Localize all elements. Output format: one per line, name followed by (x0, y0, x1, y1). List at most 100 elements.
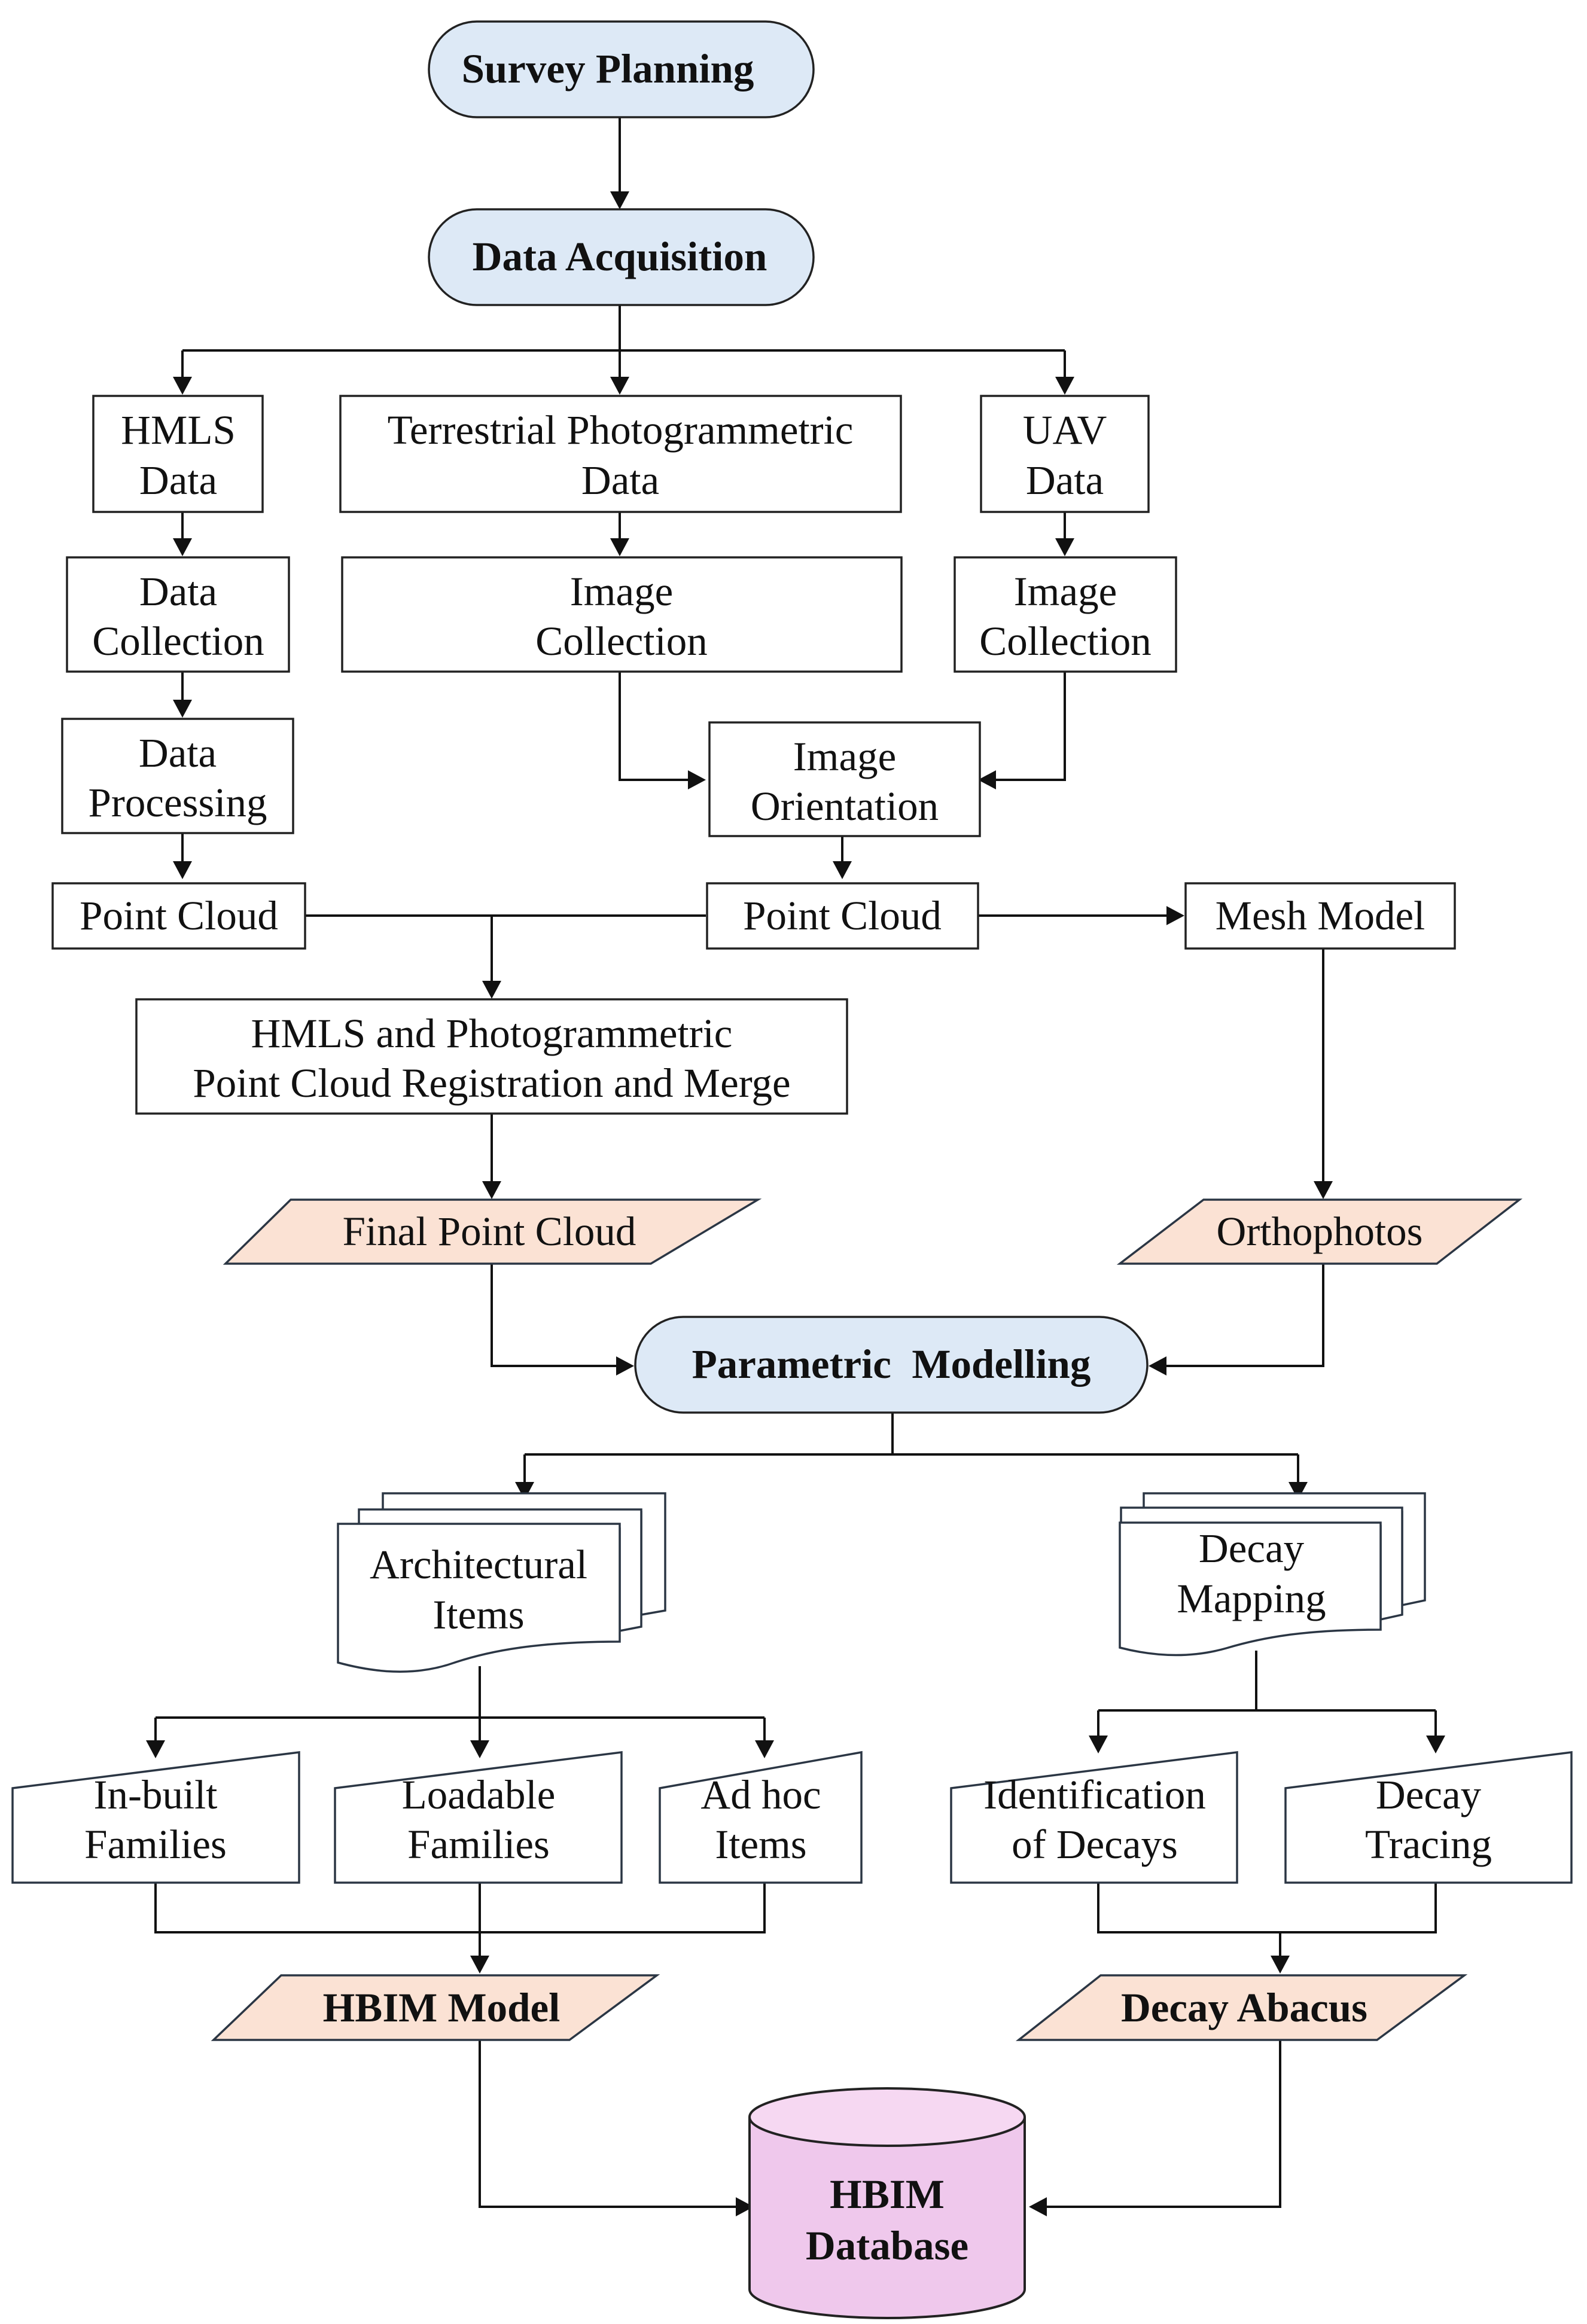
node-hbim-database: HBIM Database (748, 2087, 1026, 2319)
node-decay-abacus: Decay Abacus (1015, 1974, 1468, 2041)
process-box (61, 718, 294, 834)
connectors (146, 117, 1445, 2216)
image-collection-line1: Image (570, 569, 673, 614)
terminal-shape (428, 20, 815, 118)
node-data-collection: Data Collection (66, 556, 290, 673)
process-box (980, 395, 1150, 513)
decay-tracing-line1: Decay (1376, 1772, 1482, 1817)
data-collection-line2: Collection (92, 618, 264, 664)
terminal-shape (428, 208, 815, 306)
inbuilt-families-line1: In-built (94, 1772, 218, 1817)
parametric-modelling-label: Parametric Modelling (692, 1341, 1091, 1387)
uav-data-line1: UAV (1023, 407, 1107, 453)
adhoc-items-line2: Items (715, 1822, 806, 1867)
database-cylinder-top (748, 2087, 1026, 2147)
hmls-data-line2: Data (139, 458, 217, 503)
data-acquisition-label: Data Acquisition (473, 234, 767, 279)
hmls-data-line1: HMLS (121, 407, 236, 453)
manual-input-shape (659, 1750, 863, 1884)
decay-mapping-line2: Mapping (1177, 1576, 1326, 1621)
process-box (66, 556, 290, 673)
decay-abacus-label: Decay Abacus (1121, 1985, 1367, 2030)
node-image-collection-uav: Image Collection (954, 556, 1177, 673)
image-collection-uav-line1: Image (1014, 569, 1117, 614)
identification-decays-line1: Identification (983, 1772, 1206, 1817)
node-uav-data: UAV Data (980, 395, 1150, 513)
data-output-shape (1116, 1198, 1523, 1265)
node-survey-planning: Survey Planning (428, 20, 815, 118)
manual-input-shape (950, 1751, 1238, 1884)
decay-mapping-line1: Decay (1199, 1526, 1305, 1571)
node-registration-merge: HMLS and Photogrammetric Point Cloud Reg… (135, 998, 848, 1115)
image-orientation-line2: Orientation (751, 783, 939, 829)
process-box (51, 882, 306, 950)
adhoc-items-line1: Ad hoc (700, 1772, 821, 1817)
node-decay-tracing: Decay Tracing (1284, 1751, 1573, 1884)
orthophotos-label: Orthophotos (1217, 1209, 1423, 1254)
process-box (706, 882, 979, 950)
node-orthophotos: Orthophotos (1116, 1198, 1523, 1265)
uav-data-line2: Data (1026, 458, 1104, 503)
process-box (954, 556, 1177, 673)
acquisition-split-line (182, 305, 1065, 352)
node-decay-mapping: Decay Mapping (1119, 1492, 1426, 1657)
node-inbuilt-families: In-built Families (11, 1751, 300, 1884)
manual-input-shape (11, 1751, 300, 1884)
identification-decays-line2: of Decays (1012, 1822, 1178, 1867)
node-mesh-model: Mesh Model (1184, 882, 1456, 950)
image-collection-line2: Collection (535, 618, 707, 664)
registration-merge-line1: HMLS and Photogrammetric (251, 1011, 733, 1056)
data-processing-line1: Data (139, 730, 217, 776)
survey-planning-label: Survey Planning (462, 46, 754, 92)
process-box (339, 395, 902, 513)
terrestrial-data-line2: Data (581, 458, 659, 503)
mesh-model-label: Mesh Model (1216, 893, 1425, 938)
node-architectural-items: Architectural Items (337, 1492, 666, 1673)
process-box (135, 998, 848, 1115)
node-terrestrial-data: Terrestrial Photogrammetric Data (339, 395, 902, 513)
multi-document-shape (1119, 1521, 1382, 1657)
process-box (92, 395, 264, 513)
terrestrial-data-line1: Terrestrial Photogrammetric (388, 407, 854, 453)
hbim-model-label: HBIM Model (323, 1985, 561, 2030)
hbim-database-line2: Database (806, 2223, 968, 2268)
node-hmls-data: HMLS Data (92, 395, 264, 513)
point-cloud-hmls-label: Point Cloud (80, 893, 278, 938)
database-cylinder-body (748, 2117, 1026, 2319)
process-box (1184, 882, 1456, 950)
node-image-collection-terrestrial: Image Collection (341, 556, 903, 673)
manual-input-shape (334, 1751, 623, 1884)
registration-merge-line2: Point Cloud Registration and Merge (193, 1060, 790, 1106)
manual-input-shape (1284, 1751, 1573, 1884)
node-point-cloud-hmls: Point Cloud (51, 882, 306, 950)
decay-tracing-line2: Tracing (1365, 1822, 1492, 1867)
architectural-items-line1: Architectural (370, 1542, 587, 1587)
node-adhoc-items: Ad hoc Items (659, 1750, 863, 1884)
data-output-shape (223, 1198, 762, 1265)
terminal-shape (634, 1316, 1149, 1414)
node-point-cloud-photo: Point Cloud (706, 882, 979, 950)
loadable-families-line1: Loadable (402, 1772, 556, 1817)
data-output-shape (1015, 1974, 1468, 2041)
node-data-acquisition: Data Acquisition (428, 208, 815, 306)
image-orientation-line1: Image (793, 734, 896, 779)
data-output-shape (211, 1974, 660, 2041)
inbuilt-families-line2: Families (84, 1822, 227, 1867)
data-collection-line1: Data (139, 569, 217, 614)
process-box (708, 721, 981, 837)
loadable-families-line2: Families (407, 1822, 550, 1867)
image-collection-uav-line2: Collection (979, 618, 1151, 664)
node-data-processing: Data Processing (61, 718, 294, 834)
multi-document-shape (337, 1523, 621, 1673)
arrowhead (610, 191, 629, 209)
node-final-point-cloud: Final Point Cloud (223, 1198, 762, 1265)
node-loadable-families: Loadable Families (334, 1751, 623, 1884)
node-hbim-model: HBIM Model (211, 1974, 660, 2041)
final-point-cloud-label: Final Point Cloud (343, 1209, 636, 1254)
node-parametric-modelling: Parametric Modelling (634, 1316, 1149, 1414)
process-box (341, 556, 903, 673)
hbim-database-line1: HBIM (830, 2171, 945, 2217)
architectural-items-line2: Items (432, 1592, 524, 1637)
node-image-orientation: Image Orientation (708, 721, 981, 837)
